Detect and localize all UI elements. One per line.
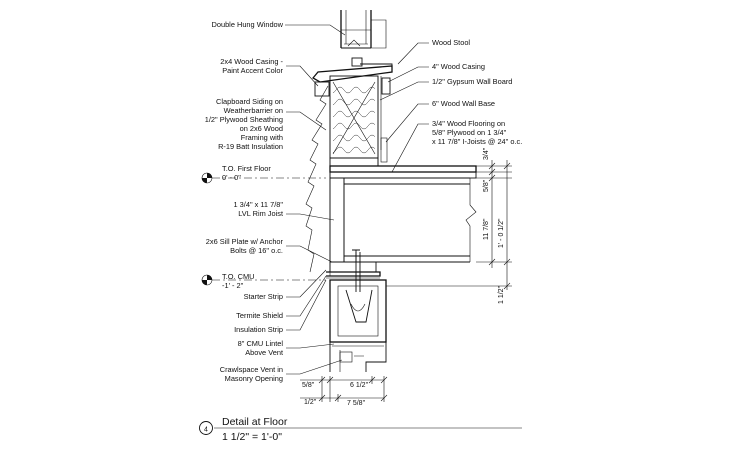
elevation-marker-first-floor [201, 172, 326, 184]
dim-flooring: 3/4" [483, 147, 490, 160]
elevation-label-cmu: T.O. CMU [222, 272, 254, 281]
callout-cmu-lintel-1: 8" CMU Lintel [238, 339, 284, 348]
elevation-value-first-floor: 0' - 0" [222, 173, 241, 182]
callout-wood-casing-1: 2x4 Wood Casing - [220, 57, 283, 66]
elevation-value-cmu: -1' - 2" [222, 281, 244, 290]
callout-rim-joist-1: 1 3/4" x 11 7/8" [234, 200, 284, 209]
right-callouts: Wood Stool 4" Wood Casing 1/2" Gypsum Wa… [432, 38, 522, 146]
dim-joist: 11 7/8" [483, 218, 490, 240]
dimension-text: 3/4" 5/8" 11 7/8" 1' - 0 1/2" 1 1/2" 5/8… [302, 147, 505, 407]
dim-half-inch: 1/2" [304, 399, 317, 406]
callout-wood-stool: Wood Stool [432, 38, 470, 47]
wall-section-linework [305, 10, 477, 372]
elevation-labels: T.O. First Floor 0' - 0" T.O. CMU -1' - … [222, 164, 271, 290]
callout-double-hung-window: Double Hung Window [212, 20, 284, 29]
callout-cmu-lintel-2: Above Vent [245, 348, 283, 357]
callout-sill-plate-1: 2x6 Sill Plate w/ Anchor [206, 237, 284, 246]
dim-overall-width: 7 5/8" [347, 400, 366, 407]
left-leaders [285, 24, 346, 375]
dim-total: 1' - 0 1/2" [498, 218, 505, 248]
callout-siding-1: Clapboard Siding on [216, 97, 283, 106]
right-leaders [379, 42, 429, 173]
detail-title-block: 4 Detail at Floor 1 1/2" = 1'-0" [199, 416, 522, 443]
detail-number: 4 [204, 427, 208, 434]
elevation-marker-cmu [201, 274, 326, 286]
callout-siding-2: Weatherbarrier on [224, 106, 283, 115]
callout-flooring-3: x 11 7/8" I-Joists @ 24" o.c. [432, 137, 522, 146]
callout-siding-4: on 2x6 Wood [240, 124, 283, 133]
callout-siding-6: R-19 Batt Insulation [218, 142, 283, 151]
elevation-label-first-floor: T.O. First Floor [222, 164, 271, 173]
callout-termite-shield: Termite Shield [236, 311, 283, 320]
callout-flooring-1: 3/4" Wood Flooring on [432, 119, 505, 128]
callout-rim-joist-2: LVL Rim Joist [238, 209, 283, 218]
dimension-lines [300, 160, 512, 402]
callout-sill-plate-2: Bolts @ 16" o.c. [230, 246, 283, 255]
callout-starter-strip: Starter Strip [244, 292, 283, 301]
dim-plywood: 5/8" [483, 179, 490, 192]
left-callouts: Double Hung Window 2x4 Wood Casing - Pai… [205, 20, 284, 383]
callout-insulation-strip: Insulation Strip [234, 325, 283, 334]
dim-wall-width: 6 1/2" [350, 382, 369, 389]
detail-number-bubble [199, 421, 213, 435]
callout-flooring-2: 5/8" Plywood on 1 3/4" [432, 128, 507, 137]
dim-sheathing: 5/8" [302, 382, 315, 389]
callout-siding-5: Framing with [241, 133, 283, 142]
callout-gypsum-board: 1/2" Gypsum Wall Board [432, 77, 512, 86]
detail-scale: 1 1/2" = 1'-0" [222, 431, 282, 443]
callout-wood-casing: 4" Wood Casing [432, 62, 485, 71]
detail-title: Detail at Floor [222, 416, 288, 428]
callout-crawlspace-vent-2: Masonry Opening [225, 374, 283, 383]
callout-wood-casing-2: Paint Accent Color [222, 66, 283, 75]
callout-crawlspace-vent-1: Crawlspace Vent in [220, 365, 283, 374]
callout-wood-base: 6" Wood Wall Base [432, 99, 495, 108]
callout-siding-3: 1/2" Plywood Sheathing [205, 115, 283, 124]
dim-cmu-offset: 1 1/2" [498, 285, 505, 304]
